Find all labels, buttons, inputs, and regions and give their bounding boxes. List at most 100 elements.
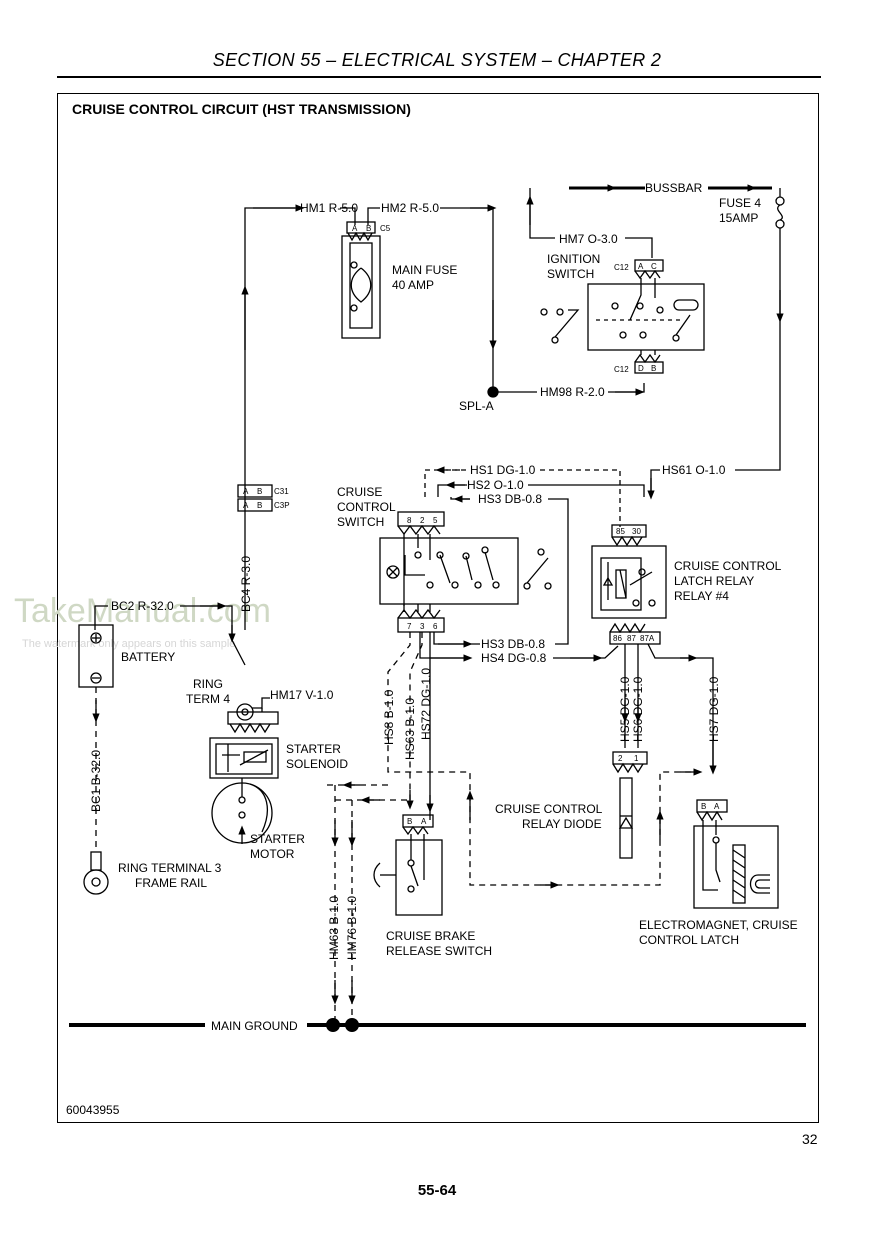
ring-term4-label-2: TERM 4 <box>186 692 230 706</box>
starter-solenoid-label-1: STARTER <box>286 742 341 756</box>
c5-label: C5 <box>380 224 391 233</box>
cruise-switch-body <box>379 537 519 605</box>
wire-hs63 <box>409 632 423 800</box>
relay-pin-85: 85 <box>616 527 625 536</box>
switch-pin-3: 3 <box>420 622 425 631</box>
ring-term3-label-2: FRAME RAIL <box>135 876 207 890</box>
diagram-frame <box>57 93 819 1123</box>
latch-relay-body <box>591 545 667 619</box>
main-fuse-label-2: 40 AMP <box>392 278 434 292</box>
ring-term3-label-1: RING TERMINAL 3 <box>118 861 222 875</box>
wire-hm2 <box>440 207 494 392</box>
latch-relay-label-1: CRUISE CONTROL <box>674 559 782 573</box>
c12-pin-b: B <box>651 364 656 373</box>
label-hm76: HM76 B-1.0 <box>345 896 359 960</box>
c12-pin-c: C <box>651 262 657 271</box>
section-header: SECTION 55 – ELECTRICAL SYSTEM – CHAPTER… <box>212 50 662 70</box>
label-hs7: HS7 DG-1.0 <box>707 676 721 742</box>
brake-switch-pin-a: A <box>421 817 427 826</box>
wire-hs3-b <box>548 498 569 645</box>
watermark-text: TakeManual.com <box>14 592 271 630</box>
ignition-switch-body <box>587 283 705 351</box>
figure-id: 60043955 <box>66 1103 120 1117</box>
wire-hs8-loop <box>387 632 700 886</box>
figure-number: 32 <box>802 1131 818 1147</box>
cruise-switch-label-2: CONTROL <box>337 500 396 514</box>
switch-pin-2: 2 <box>420 516 425 525</box>
wire-hs4-b <box>553 645 619 659</box>
brake-switch-label-2: RELEASE SWITCH <box>386 944 492 958</box>
switch-pin-7: 7 <box>407 622 412 631</box>
ground-node-hm76 <box>345 1018 359 1032</box>
label-hs3: HS3 DB-0.8 <box>478 492 542 506</box>
main-fuse-element <box>350 267 372 303</box>
electromagnet-body <box>693 825 779 909</box>
wire-hm7-b <box>625 237 653 258</box>
wire-hs3-c <box>433 632 480 645</box>
switch-pin-6: 6 <box>433 622 438 631</box>
wire-hm7-a <box>529 188 555 239</box>
cruise-switch-label-3: SWITCH <box>337 515 384 529</box>
latch-relay-label-2: LATCH RELAY <box>674 574 754 588</box>
relay-diode-label-2: RELAY DIODE <box>522 817 602 831</box>
label-hs63: HS63 B-1.0 <box>403 698 417 760</box>
bussbar-label: BUSSBAR <box>645 181 703 195</box>
label-hm2: HM2 R-5.0 <box>381 201 439 215</box>
label-hs6: HS6 DG-1.0 <box>631 676 645 742</box>
brake-switch-body <box>395 839 443 916</box>
c12-pin-a: A <box>638 262 644 271</box>
fuse4-label-1: FUSE 4 <box>719 196 761 210</box>
starter-solenoid-body <box>209 737 279 779</box>
main-ground-label: MAIN GROUND <box>211 1019 298 1033</box>
relay-diode-body <box>619 777 633 859</box>
label-hs3-b: HS3 DB-0.8 <box>481 637 545 651</box>
starter-motor-label-2: MOTOR <box>250 847 295 861</box>
electromagnet-pin-b: B <box>701 802 706 811</box>
electromagnet-pin-a: A <box>714 802 720 811</box>
label-hs5: HS5 DG-1.0 <box>618 676 632 742</box>
relay-diode-label-1: CRUISE CONTROL <box>495 802 603 816</box>
label-bc4: BC4 R-3.0 <box>239 556 253 612</box>
label-hs61: HS61 O-1.0 <box>662 463 726 477</box>
relay-pin-30: 30 <box>632 527 641 536</box>
relay-pin-87a: 87A <box>640 634 655 643</box>
label-hs1: HS1 DG-1.0 <box>470 463 536 477</box>
wire-hm98 <box>608 383 645 393</box>
label-hs72: HS72 DG-1.0 <box>419 668 433 740</box>
relay-pin-86: 86 <box>613 634 622 643</box>
wire-hm2-start <box>367 207 380 225</box>
switch-pin-5: 5 <box>433 516 438 525</box>
c31-label: C31 <box>274 487 289 496</box>
spl-a-label: SPL-A <box>459 399 494 413</box>
wire-hm1-tail <box>340 207 356 225</box>
label-hs2: HS2 O-1.0 <box>467 478 524 492</box>
wire-hs2-b <box>528 484 645 497</box>
label-hm98: HM98 R-2.0 <box>540 385 605 399</box>
electromagnet-label-2: CONTROL LATCH <box>639 933 739 947</box>
diode-pin-1: 1 <box>634 754 639 763</box>
wire-hs61-b <box>650 469 660 497</box>
brake-switch-label-1: CRUISE BRAKE <box>386 929 475 943</box>
wire-bc2-a <box>94 605 108 630</box>
ground-node-hm63 <box>326 1018 340 1032</box>
ignition-switch-label-1: IGNITION <box>547 252 600 266</box>
ignition-switch-label-2: SWITCH <box>547 267 594 281</box>
brake-switch-pin-b: B <box>407 817 412 826</box>
main-fuse-box <box>341 235 381 339</box>
watermark-subtext: The watermark only appears on this sampl… <box>22 638 235 650</box>
label-hs4: HS4 DG-0.8 <box>481 651 547 665</box>
wire-hs1-a <box>424 469 470 497</box>
fuse4-label-2: 15AMP <box>719 211 758 225</box>
c3p-pin-a: A <box>243 501 249 510</box>
page-number: 55-64 <box>417 1182 457 1199</box>
wire-hs2-a <box>437 484 467 497</box>
wire-hs1-b <box>540 469 621 527</box>
ring-term4-label-1: RING <box>193 677 223 691</box>
label-hm1: HM1 R-5.0 <box>300 201 358 215</box>
c12-bottom-label: C12 <box>614 365 629 374</box>
electromagnet-label-1: ELECTROMAGNET, CRUISE <box>639 918 798 932</box>
c3p-label: C3P <box>274 501 290 510</box>
c5-pin-b: B <box>366 224 371 233</box>
label-bc1: BC1 B-32.0 <box>89 750 103 812</box>
relay-pin-87: 87 <box>627 634 636 643</box>
